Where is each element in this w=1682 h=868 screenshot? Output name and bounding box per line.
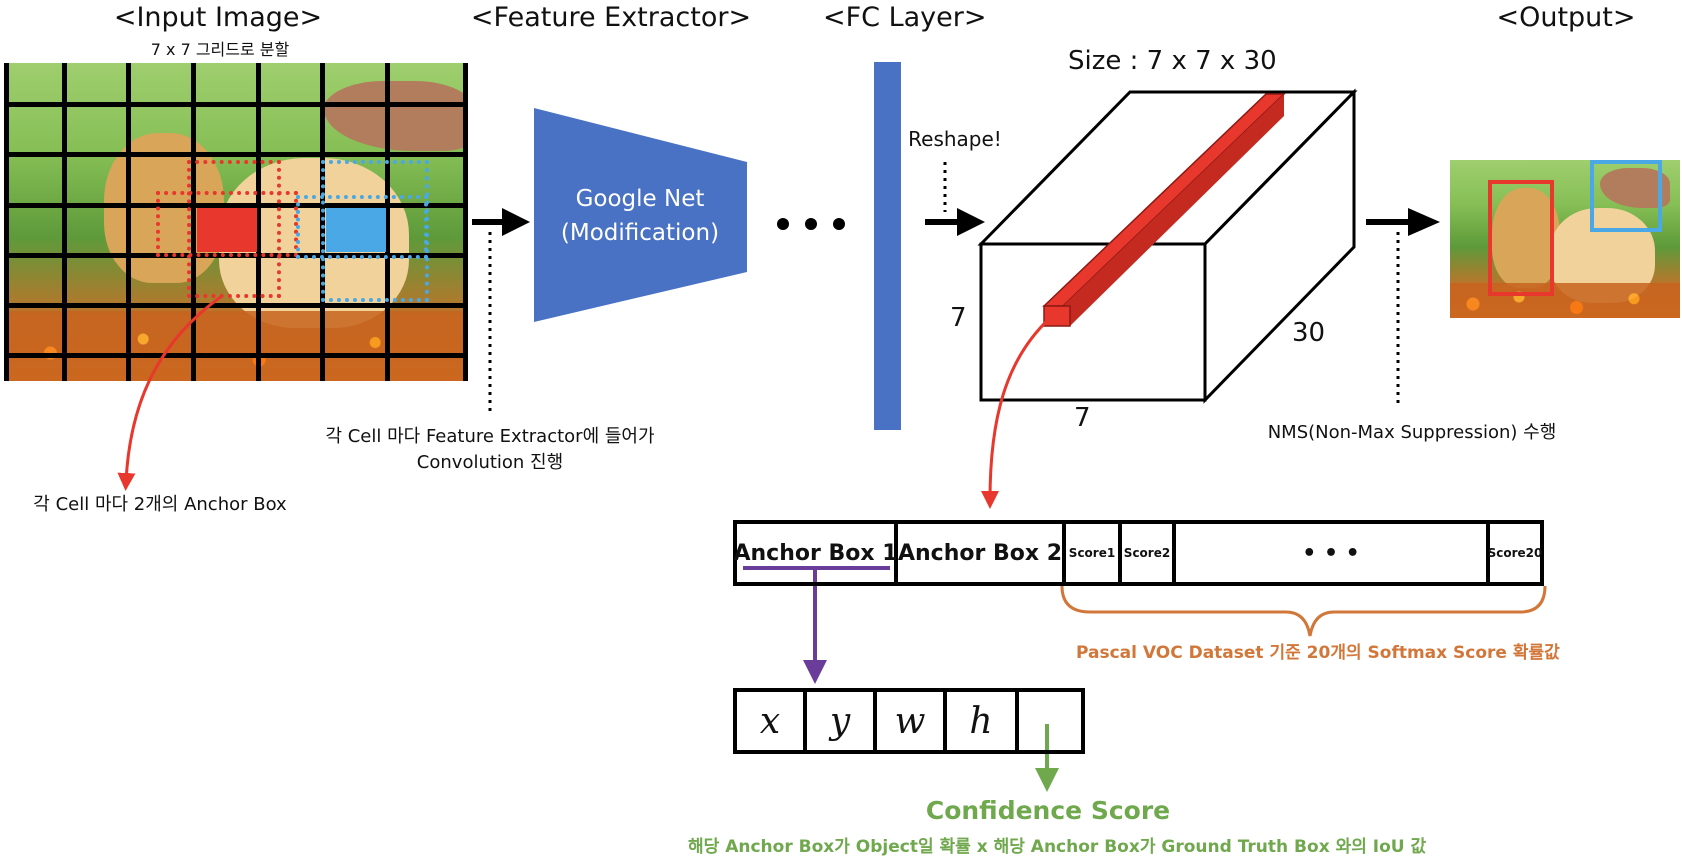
tensor-red-tube-side: [1063, 94, 1284, 326]
vector-cell-score20: Score20: [1487, 546, 1543, 560]
output-vector: Anchor Box 1 Anchor Box 2 Score1 Score2 …: [733, 520, 1544, 586]
score-brace: [1060, 585, 1547, 637]
nms-note: NMS(Non-Max Suppression) 수행: [1267, 422, 1557, 443]
bbox-cell-y: y: [807, 692, 877, 750]
tensor-dim-depth: 30: [1292, 318, 1326, 348]
tensor-dim-width: 7: [1074, 403, 1091, 433]
bbox-cell-h: h: [947, 692, 1019, 750]
brace-label: Pascal VOC Dataset 기준 20개의 Softmax Score…: [1076, 643, 1560, 663]
tensor-dim-height: 7: [950, 303, 967, 333]
highlight-cell-blue: [326, 208, 386, 252]
output-image: [1450, 160, 1680, 318]
header-fc-layer: <FC Layer>: [823, 2, 987, 33]
output-box-red: [1488, 180, 1554, 296]
output-dog-left: [1492, 188, 1560, 288]
grid-subtitle: 7 x 7 그리드로 분할: [150, 40, 290, 59]
anchor-box-blue-2: [321, 160, 429, 302]
vector-cell-anchor-box-2: Anchor Box 2: [898, 524, 1066, 582]
extractor-note: 각 Cell 마다 Feature Extractor에 들어가 Convolu…: [325, 426, 655, 473]
google-net-label: Google Net (Modification): [560, 186, 720, 246]
confidence-title: Confidence Score: [925, 796, 1171, 825]
tensor-size-label: Size : 7 x 7 x 30: [1068, 46, 1277, 76]
google-net-block: [534, 108, 747, 322]
vector-cell-score1: Score1: [1066, 524, 1122, 582]
arrow-to-output-head: [1408, 208, 1440, 236]
bbox-vector: x y w h: [733, 688, 1085, 754]
fc-layer-bar: [874, 62, 901, 430]
tensor-curve-arrow: [981, 316, 1052, 509]
bbox-cell-w: w: [877, 692, 947, 750]
anchor-box-red-2: [187, 160, 281, 298]
confidence-desc: 해당 Anchor Box가 Object일 확률 x 해당 Anchor Bo…: [688, 837, 1427, 857]
header-feature-extractor: <Feature Extractor>: [470, 2, 752, 33]
dot-1: [777, 218, 789, 230]
vector-cell-score2: Score2: [1122, 524, 1176, 582]
arrow-to-extractor-head: [502, 208, 530, 236]
highlight-cell-red: [197, 208, 257, 252]
tensor-side-face: [1203, 88, 1356, 404]
header-input-image: <Input Image>: [113, 2, 323, 33]
header-output: <Output>: [1496, 2, 1636, 33]
anchor-curve-arrow: [117, 294, 223, 491]
flower-field: [4, 311, 468, 381]
anchor-note: 각 Cell 마다 2개의 Anchor Box: [33, 494, 287, 515]
vector-cell-ellipsis: • • •: [1176, 524, 1490, 582]
bbox-cell-confidence: [1019, 692, 1081, 750]
input-image: [4, 63, 468, 381]
dot-2: [805, 218, 817, 230]
output-box-blue: [1590, 160, 1662, 232]
bbox-cell-x: x: [737, 692, 807, 750]
dot-3: [833, 218, 845, 230]
vector-cell-anchor-box-1: Anchor Box 1: [733, 524, 898, 582]
arrow-to-tensor-head: [957, 208, 985, 236]
tensor-red-cell: [1043, 305, 1071, 327]
reshape-label: Reshape!: [908, 127, 1002, 151]
